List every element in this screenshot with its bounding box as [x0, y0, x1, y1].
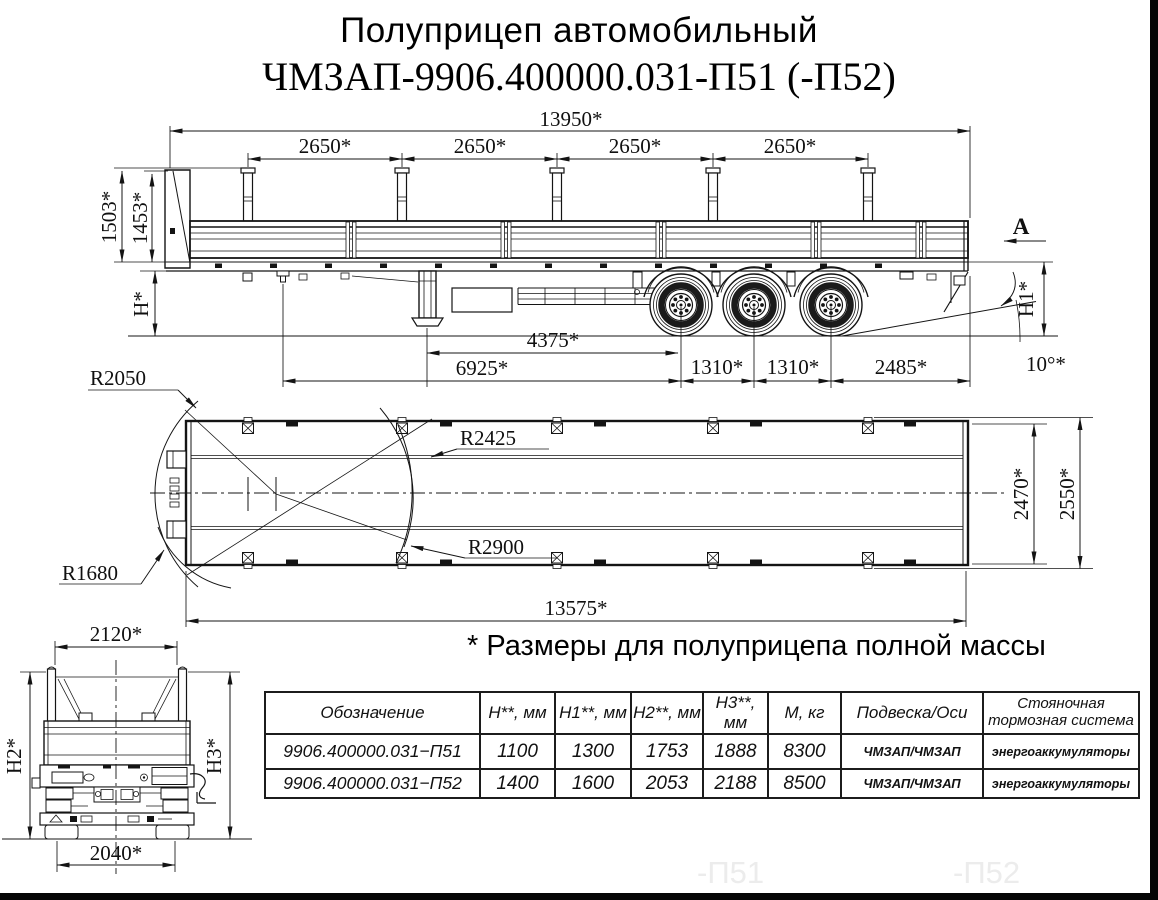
spec-table: Обозначение Н**, мм Н1**, мм Н2**, мм Н3…	[264, 691, 1140, 799]
watermark: -П51	[697, 855, 765, 890]
dim-legs-to-axle-label: 4375*	[527, 328, 580, 352]
dim-coupling-height-label: H*	[129, 291, 153, 317]
hanger-bracket	[242, 272, 253, 282]
page-frame-bottom	[0, 893, 1158, 900]
rear-suspension	[39, 786, 195, 840]
rear-frame	[31, 764, 195, 789]
dim-track-width-label: 2040*	[90, 841, 143, 865]
footnote: * Размеры для полуприцепа полной массы	[467, 630, 1046, 662]
arc-r1680	[157, 526, 232, 589]
dim-axle-spacing-label: 1310*	[767, 355, 820, 379]
rear-wheel	[44, 824, 79, 840]
dim-stake-spacing-label: 2650*	[764, 134, 817, 158]
rear-view: 2120*	[2, 622, 252, 874]
dim-axle-spacing-label: 1310*	[691, 355, 744, 379]
radius-rear-label: R2900	[468, 535, 524, 559]
rear-wheel	[155, 824, 190, 840]
angle-arc	[1015, 299, 1021, 343]
departure-line	[841, 301, 1037, 337]
top-view: R2050 R2425 R2900 R1680 2470* 2550* 1357…	[59, 366, 1093, 627]
table-row: 9906.400000.031−П52 1400 1600 2053 2188 …	[264, 768, 1140, 799]
dim-stake-spacing-label: 2650*	[454, 134, 507, 158]
dim-rear-height-label: H1*	[1014, 281, 1038, 317]
col-parking-brake: Стояночная тормозная система	[982, 691, 1140, 735]
drawing-title-line2: ЧМЗАП-9906.400000.031-П51 (-П52)	[262, 54, 896, 99]
cell-designation: 9906.400000.031−П52	[264, 768, 481, 799]
side-rails	[517, 287, 664, 305]
rear-body	[43, 666, 191, 766]
col-h2: Н2**, мм	[630, 691, 704, 735]
dim-stake-spacing-label: 2650*	[299, 134, 352, 158]
col-designation: Обозначение	[264, 691, 481, 735]
dim-height-left-label: H2*	[2, 738, 26, 774]
arc-r2050	[154, 400, 199, 588]
page-frame-right	[1150, 0, 1158, 900]
dim-top-width-label: 2120*	[90, 622, 143, 646]
cell-designation: 9906.400000.031−П51	[264, 733, 481, 770]
col-h1: Н1**, мм	[554, 691, 632, 735]
dim-stake-spacing-label: 2650*	[609, 134, 662, 158]
arc-r2900	[395, 424, 413, 564]
dim-height-right-label: H3*	[202, 738, 226, 774]
toolbox	[451, 287, 513, 313]
radius-small-label: R1680	[62, 561, 118, 585]
spec-header-row: Обозначение Н**, мм Н1**, мм Н2**, мм Н3…	[264, 691, 1140, 735]
dim-front-board-height-label: 1503*	[97, 191, 121, 244]
radius-mid-label: R2425	[460, 426, 516, 450]
dim-departure-angle-label: 10°*	[1026, 352, 1066, 376]
front-brackets	[166, 450, 187, 539]
col-mass: М, кг	[767, 691, 842, 735]
watermark: -П52	[953, 855, 1021, 890]
dim-inner-width-label: 2470*	[1009, 468, 1033, 521]
dim-kingpin-to-axle-label: 6925*	[456, 356, 509, 380]
dim-rear-overhang-label: 2485*	[875, 355, 928, 379]
col-suspension: Подвеска/Оси	[840, 691, 984, 735]
drawing-title-line1: Полуприцеп автомобильный	[340, 11, 818, 50]
view-label: А	[1013, 214, 1030, 239]
kingpin	[276, 270, 290, 283]
radius-front-label: R2050	[90, 366, 146, 390]
table-row: 9906.400000.031−П51 1100 1300 1753 1888 …	[264, 733, 1140, 770]
col-h: Н**, мм	[479, 691, 556, 735]
crank-handle	[189, 773, 206, 800]
rear-bracket	[943, 271, 969, 313]
dim-overall-width-label: 2550*	[1055, 468, 1079, 521]
brake-hose	[351, 275, 419, 283]
side-view: 13950* 2650* 2650* 2650* 2650*	[97, 107, 1066, 388]
landing-gear	[410, 270, 445, 327]
dim-total-length-label: 13950*	[540, 107, 603, 131]
trailer-body	[164, 169, 969, 272]
col-h3: Н3**, мм	[702, 691, 769, 735]
dim-platform-length-label: 13575*	[545, 596, 608, 620]
dim-board-height-label: 1453*	[128, 192, 152, 245]
